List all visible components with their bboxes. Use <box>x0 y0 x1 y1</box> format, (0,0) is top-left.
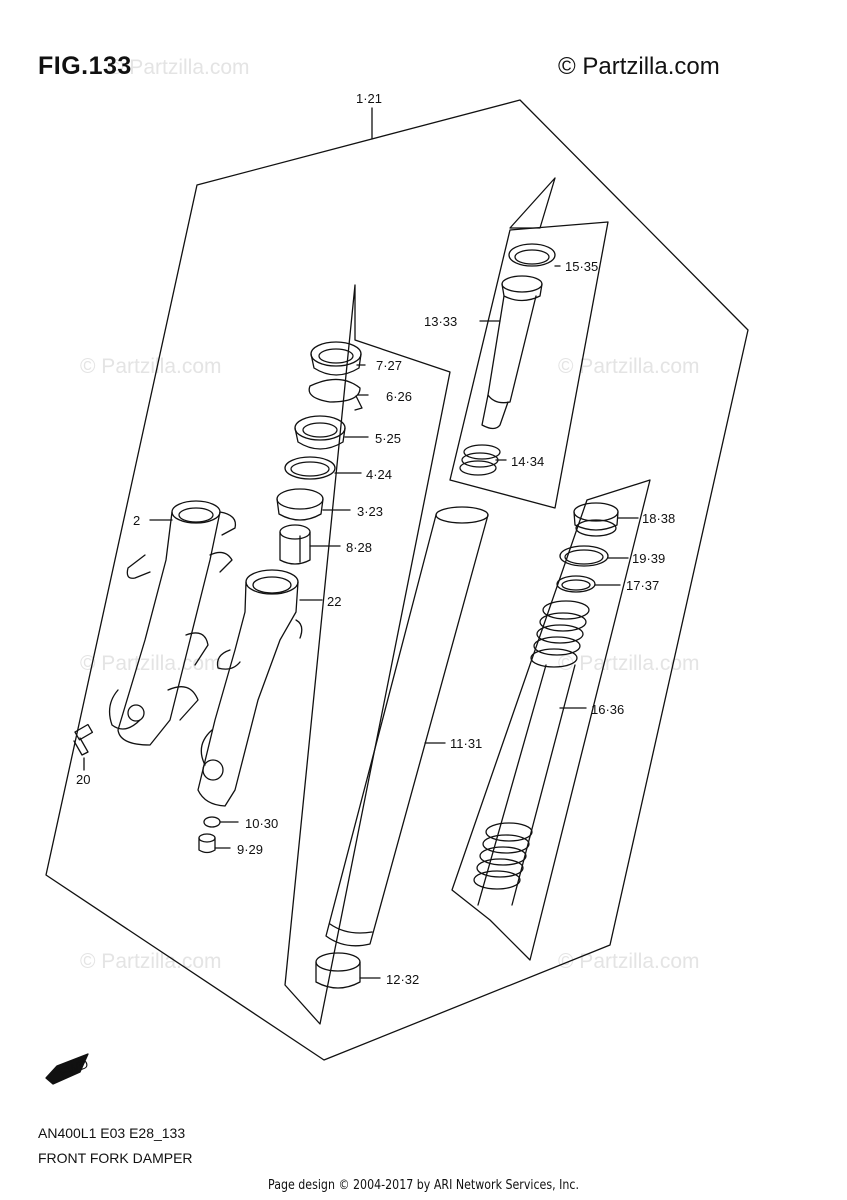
guide-bushing-3 <box>276 488 324 521</box>
callout-18: 18·38 <box>642 511 675 526</box>
bushing-12 <box>315 952 361 989</box>
callout-2: 2 <box>133 513 140 528</box>
callout-6: 6·26 <box>386 389 412 404</box>
callout-17: 17·37 <box>626 578 659 593</box>
slide-bushing-8 <box>279 524 311 565</box>
bolt-20 <box>73 723 94 771</box>
callout-3: 3·23 <box>357 504 383 519</box>
callout-1: 1·21 <box>356 91 382 106</box>
watermark: © Partzilla.com <box>108 56 250 79</box>
fork-spring-16 <box>473 600 590 906</box>
fork-outer-tube-right <box>197 569 303 807</box>
callout-7: 7·27 <box>376 358 402 373</box>
callout-20: 20 <box>76 772 90 787</box>
inner-outline-spring <box>451 479 651 961</box>
diagram-code: AN400L1 E03 E28_133 <box>38 1125 186 1141</box>
circlip-6 <box>308 378 363 411</box>
callout-10: 10·30 <box>245 816 278 831</box>
callout-8: 8·28 <box>346 540 372 555</box>
figure-number: FIG.133 <box>38 52 132 80</box>
damper-box <box>449 221 609 509</box>
diagram-title: FRONT FORK DAMPER <box>38 1150 193 1166</box>
fork-outer-tube-left <box>108 500 237 746</box>
callout-14: 14·34 <box>511 454 544 469</box>
oil-seal-7 <box>310 341 362 376</box>
o-ring-19 <box>559 545 609 567</box>
watermark: © Partzilla.com <box>558 950 700 973</box>
callout-19: 19·39 <box>632 551 665 566</box>
cap-bolt-18 <box>573 502 619 537</box>
callout-4: 4·24 <box>366 467 392 482</box>
inner-outline-left <box>284 284 451 1025</box>
callout-13: 13·33 <box>424 314 457 329</box>
callout-22: 22 <box>327 594 341 609</box>
spring-14 <box>459 444 501 476</box>
inner-outline-damper <box>509 177 556 229</box>
callout-15: 15·35 <box>565 259 598 274</box>
callout-5: 5·25 <box>375 431 401 446</box>
watermark: © Partzilla.com <box>80 950 222 973</box>
assembly-outline <box>45 99 749 1061</box>
watermark: © Partzilla.com <box>558 355 700 378</box>
washer-10 <box>203 816 221 828</box>
bolt-9 <box>198 833 216 854</box>
callout-11: 11·31 <box>450 736 482 751</box>
fwd-arrow-icon <box>45 1053 89 1085</box>
watermark: © Partzilla.com <box>558 652 700 675</box>
washer-4 <box>284 456 336 480</box>
watermark: © Partzilla.com <box>80 355 222 378</box>
dust-seal-5 <box>294 415 346 450</box>
damper-rod-13 <box>481 275 543 430</box>
page-design-credit: Page design © 2004-2017 by ARI Network S… <box>268 1178 579 1193</box>
o-ring-17 <box>556 575 596 593</box>
callout-16: 16·36 <box>591 702 624 717</box>
callout-12: 12·32 <box>386 972 419 987</box>
fwd-label: FWD <box>57 1056 90 1081</box>
copyright-notice: © Partzilla.com <box>558 53 720 80</box>
callout-9: 9·29 <box>237 842 263 857</box>
ring-15 <box>508 243 556 267</box>
inner-tube-11 <box>325 506 489 947</box>
